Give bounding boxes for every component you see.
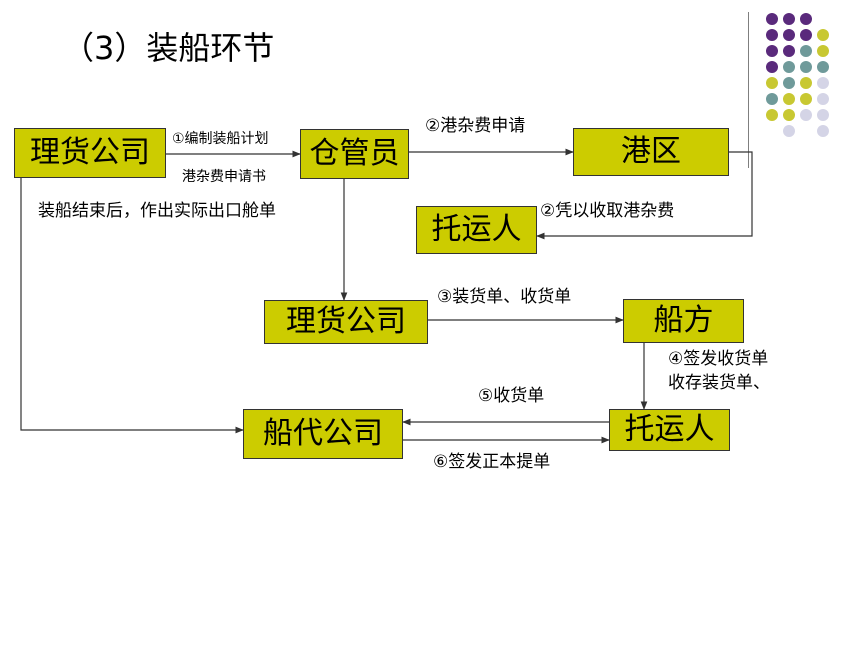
label-port-fee-book: 港杂费申请书: [182, 169, 266, 185]
decorative-dot: [800, 29, 812, 41]
decorative-dot: [783, 109, 795, 121]
decorative-dot: [766, 109, 778, 121]
decorative-dot: [766, 77, 778, 89]
decorative-dot: [783, 13, 795, 25]
decorative-dot: [800, 93, 812, 105]
decorative-dot: [800, 77, 812, 89]
node-warehouse-keeper: 仓管员: [300, 129, 409, 179]
arrow-port-to-shipper: [536, 151, 753, 240]
decorative-dot: [800, 45, 812, 57]
decorative-dot: [817, 125, 829, 137]
node-port-area: 港区: [573, 128, 729, 176]
decorative-dot: [766, 61, 778, 73]
decorative-dot: [817, 29, 829, 41]
label-collect-fee: ②凭以收取港杂费: [540, 201, 675, 221]
decorative-dot: [766, 29, 778, 41]
label-mate-receipt: ⑤收货单: [478, 386, 545, 406]
decorative-dot: [783, 29, 795, 41]
decorative-dot: [817, 109, 829, 121]
decorative-dot: [817, 61, 829, 73]
decorative-dot: [766, 93, 778, 105]
node-shipper-1: 托运人: [416, 206, 537, 254]
label-sign-receipt-2: 收存装货单、: [668, 373, 770, 393]
node-shipper-2: 托运人: [609, 409, 730, 451]
node-tally-company-2: 理货公司: [264, 300, 428, 344]
decorative-dot: [766, 13, 778, 25]
decorative-dot: [783, 45, 795, 57]
decorative-dot: [817, 45, 829, 57]
decorative-dot: [766, 45, 778, 57]
page-title: （3）装船环节: [62, 29, 275, 67]
decorative-dot: [783, 61, 795, 73]
label-loading-receipt: ③装货单、收货单: [437, 287, 572, 307]
label-sign-receipt-1: ④签发收货单: [668, 349, 769, 369]
divider-line: [748, 12, 749, 168]
arrow-tally-to-agent: [20, 178, 244, 434]
node-carrier: 船方: [623, 299, 744, 343]
decorative-dot: [800, 13, 812, 25]
decorative-dot: [783, 77, 795, 89]
node-ship-agent: 船代公司: [243, 409, 403, 459]
decorative-dot: [783, 125, 795, 137]
decorative-dot: [800, 109, 812, 121]
decorative-dot: [783, 93, 795, 105]
label-port-fee-apply: ②港杂费申请: [425, 116, 526, 136]
label-plan: ①编制装船计划: [172, 131, 269, 147]
label-issue-bl: ⑥签发正本提单: [433, 452, 551, 472]
decorative-dot: [817, 93, 829, 105]
decorative-dot: [800, 61, 812, 73]
label-after-loading: 装船结束后，作出实际出口舱单: [38, 201, 276, 221]
node-tally-company-1: 理货公司: [14, 128, 166, 178]
decorative-dot: [817, 77, 829, 89]
